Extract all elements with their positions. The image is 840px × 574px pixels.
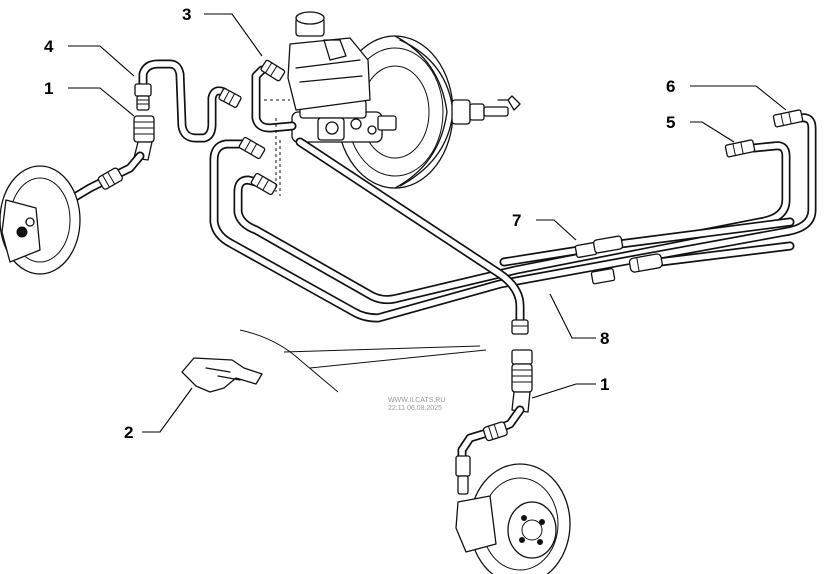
callout-5: 5 [666,113,675,132]
fluid-reservoir [287,11,371,111]
bracket-clip [181,357,263,393]
watermark-site: WWW.ILCATS.RU [388,397,445,404]
brake-tubes [138,59,817,327]
callout-7: 7 [512,211,521,230]
watermark-timestamp: 22:11 06.08.2025 [388,405,442,412]
callout-8: 8 [600,329,609,348]
front-right-brake-hose [455,349,533,495]
callout-numbers: 4 1 3 6 5 7 8 1 2 [44,5,675,442]
callout-leaders [68,13,787,433]
front-right-brake-disc [455,463,571,574]
callout-3: 3 [182,5,191,24]
front-left-brake-disc [0,165,81,275]
body-reference-lines [239,99,487,393]
callout-1-bottom: 1 [600,375,609,394]
callout-4: 4 [44,37,54,56]
master-cylinder [291,99,397,143]
tube-fittings [134,59,804,335]
callout-2: 2 [124,423,133,442]
callout-6: 6 [666,77,675,96]
watermark: WWW.ILCATS.RU 22:11 06.08.2025 [388,397,445,412]
callout-1-top: 1 [44,79,53,98]
